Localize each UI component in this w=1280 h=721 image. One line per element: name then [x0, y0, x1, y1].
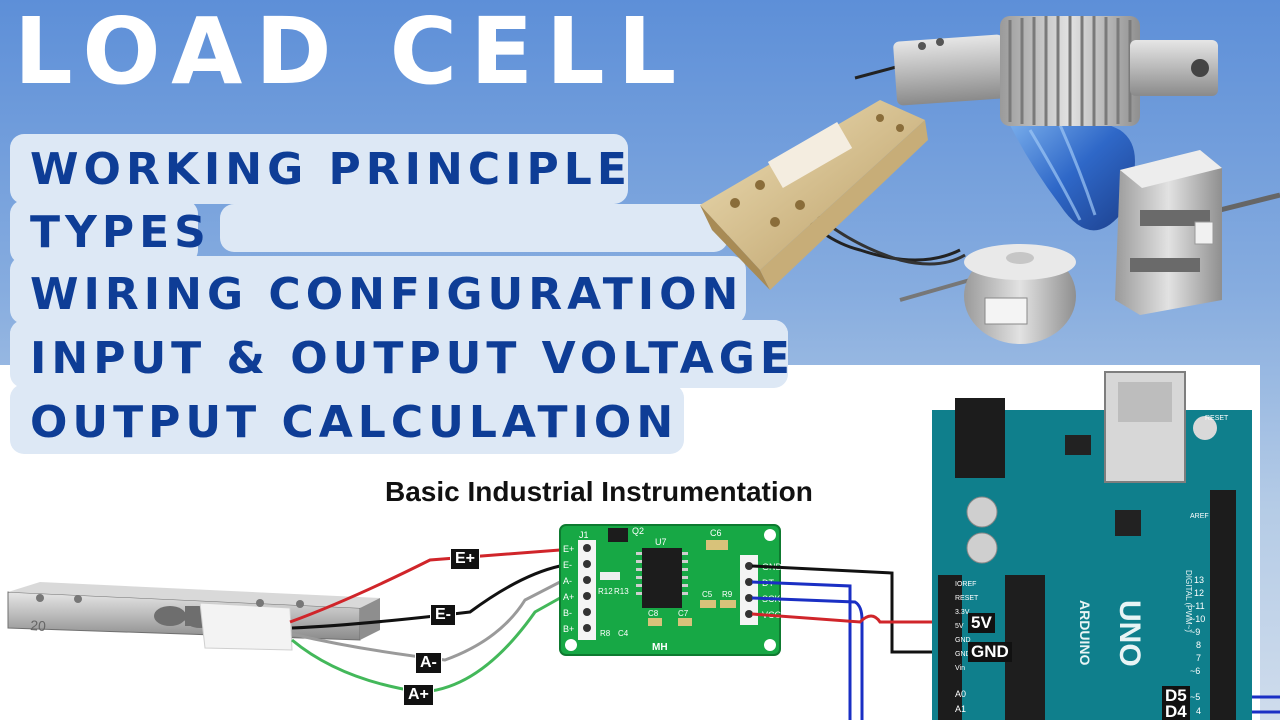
svg-text:GND: GND — [955, 637, 971, 644]
load-cell-bar-icon — [700, 100, 966, 290]
diagram-load-cell: 20 — [7, 582, 380, 651]
arduino-pin-gnd: GND — [968, 642, 1012, 662]
topic-pill — [220, 204, 728, 252]
svg-text:12: 12 — [1194, 588, 1204, 598]
svg-text:C5: C5 — [702, 590, 713, 599]
svg-text:C8: C8 — [648, 609, 659, 618]
svg-text:R8: R8 — [600, 629, 611, 638]
svg-text:GND: GND — [955, 651, 971, 658]
svg-text:~10: ~10 — [1190, 614, 1205, 624]
fabric-drape — [1010, 113, 1135, 231]
svg-text:RESET: RESET — [955, 595, 979, 602]
topic-wiring-configuration: WIRING CONFIGURATION — [30, 269, 744, 320]
svg-text:R9: R9 — [722, 590, 733, 599]
topic-pill — [10, 200, 198, 264]
hx-pin-aplus: A+ — [563, 592, 574, 602]
wire-label-aplus: A+ — [403, 684, 434, 706]
svg-text:8: 8 — [1196, 640, 1201, 650]
svg-text:~9: ~9 — [1190, 627, 1200, 637]
svg-text:RESET: RESET — [1205, 415, 1229, 422]
arduino-board-icon: IOREF RESET 3.3V 5V GND GND Vin A0 A1 RE… — [932, 371, 1252, 720]
topic-pill — [10, 134, 628, 204]
hx-pin-bplus: B+ — [563, 624, 574, 634]
arduino-logo: UNO — [1113, 600, 1146, 667]
svg-text:C4: C4 — [618, 629, 629, 638]
hx711-board-icon: E+ E- A- A+ B- B+ J1 U7 Q2 C6 R12 R13 R8… — [559, 524, 783, 656]
hx-pin-eplus: E+ — [563, 544, 574, 554]
svg-text:DIGITAL (PWM~): DIGITAL (PWM~) — [1184, 570, 1193, 632]
topic-input-output-voltage: INPUT & OUTPUT VOLTAGE — [30, 333, 795, 384]
topic-working-principle: WORKING PRINCIPLE — [30, 144, 632, 195]
wire-label-aminus: A- — [415, 652, 442, 674]
bellows-load-cell-icon — [854, 16, 1218, 126]
page-title: LOAD CELL — [14, 0, 690, 105]
hx-pin-eminus: E- — [563, 560, 572, 570]
arduino-wires — [751, 564, 1280, 720]
svg-text:C7: C7 — [678, 609, 689, 618]
topic-pill — [10, 320, 788, 388]
svg-text:3.3V: 3.3V — [955, 609, 970, 616]
svg-text:~5: ~5 — [1190, 692, 1200, 702]
svg-text:R12: R12 — [598, 587, 613, 596]
wire-label-eminus: E- — [430, 604, 456, 626]
arduino-pin-d5: D5 — [1162, 686, 1190, 706]
svg-text:A0: A0 — [955, 689, 966, 699]
diagram-subtitle: Basic Industrial Instrumentation — [385, 476, 813, 507]
arduino-pin-5v: 5V — [968, 613, 995, 633]
svg-text:5V: 5V — [955, 623, 964, 630]
topic-pill — [10, 384, 684, 454]
svg-text:13: 13 — [1194, 575, 1204, 585]
load-cell-types-illustration — [700, 16, 1280, 344]
arduino-pin-d4: D4 — [1162, 703, 1190, 720]
hx-pin-aminus: A- — [563, 576, 572, 586]
svg-text:20: 20 — [30, 617, 47, 634]
svg-text:Vin: Vin — [955, 665, 965, 672]
hx-header-label: J1 — [579, 530, 589, 540]
topic-pill — [10, 256, 746, 324]
hx-pin-bminus: B- — [563, 608, 572, 618]
svg-text:A1: A1 — [955, 704, 966, 714]
wire-label-eplus: E+ — [450, 548, 481, 570]
svg-text:~6: ~6 — [1190, 666, 1200, 676]
button-load-cell-icon — [899, 244, 1076, 344]
svg-text:IOREF: IOREF — [955, 581, 976, 588]
svg-text:7: 7 — [1196, 653, 1201, 663]
topic-output-calculation: OUTPUT CALCULATION — [30, 397, 679, 448]
svg-text:C6: C6 — [710, 528, 722, 538]
hx-chip-label: U7 — [655, 537, 667, 547]
hx-brand: MH — [652, 642, 668, 653]
svg-text:R13: R13 — [614, 587, 629, 596]
svg-text:AREF: AREF — [1190, 513, 1209, 520]
svg-text:Q2: Q2 — [632, 526, 644, 536]
s-type-load-cell-icon — [1115, 150, 1280, 315]
topic-types: TYPES — [30, 207, 211, 258]
arduino-brand: ARDUINO — [1077, 600, 1093, 665]
svg-text:~11: ~11 — [1190, 601, 1205, 611]
svg-text:4: 4 — [1196, 706, 1201, 716]
